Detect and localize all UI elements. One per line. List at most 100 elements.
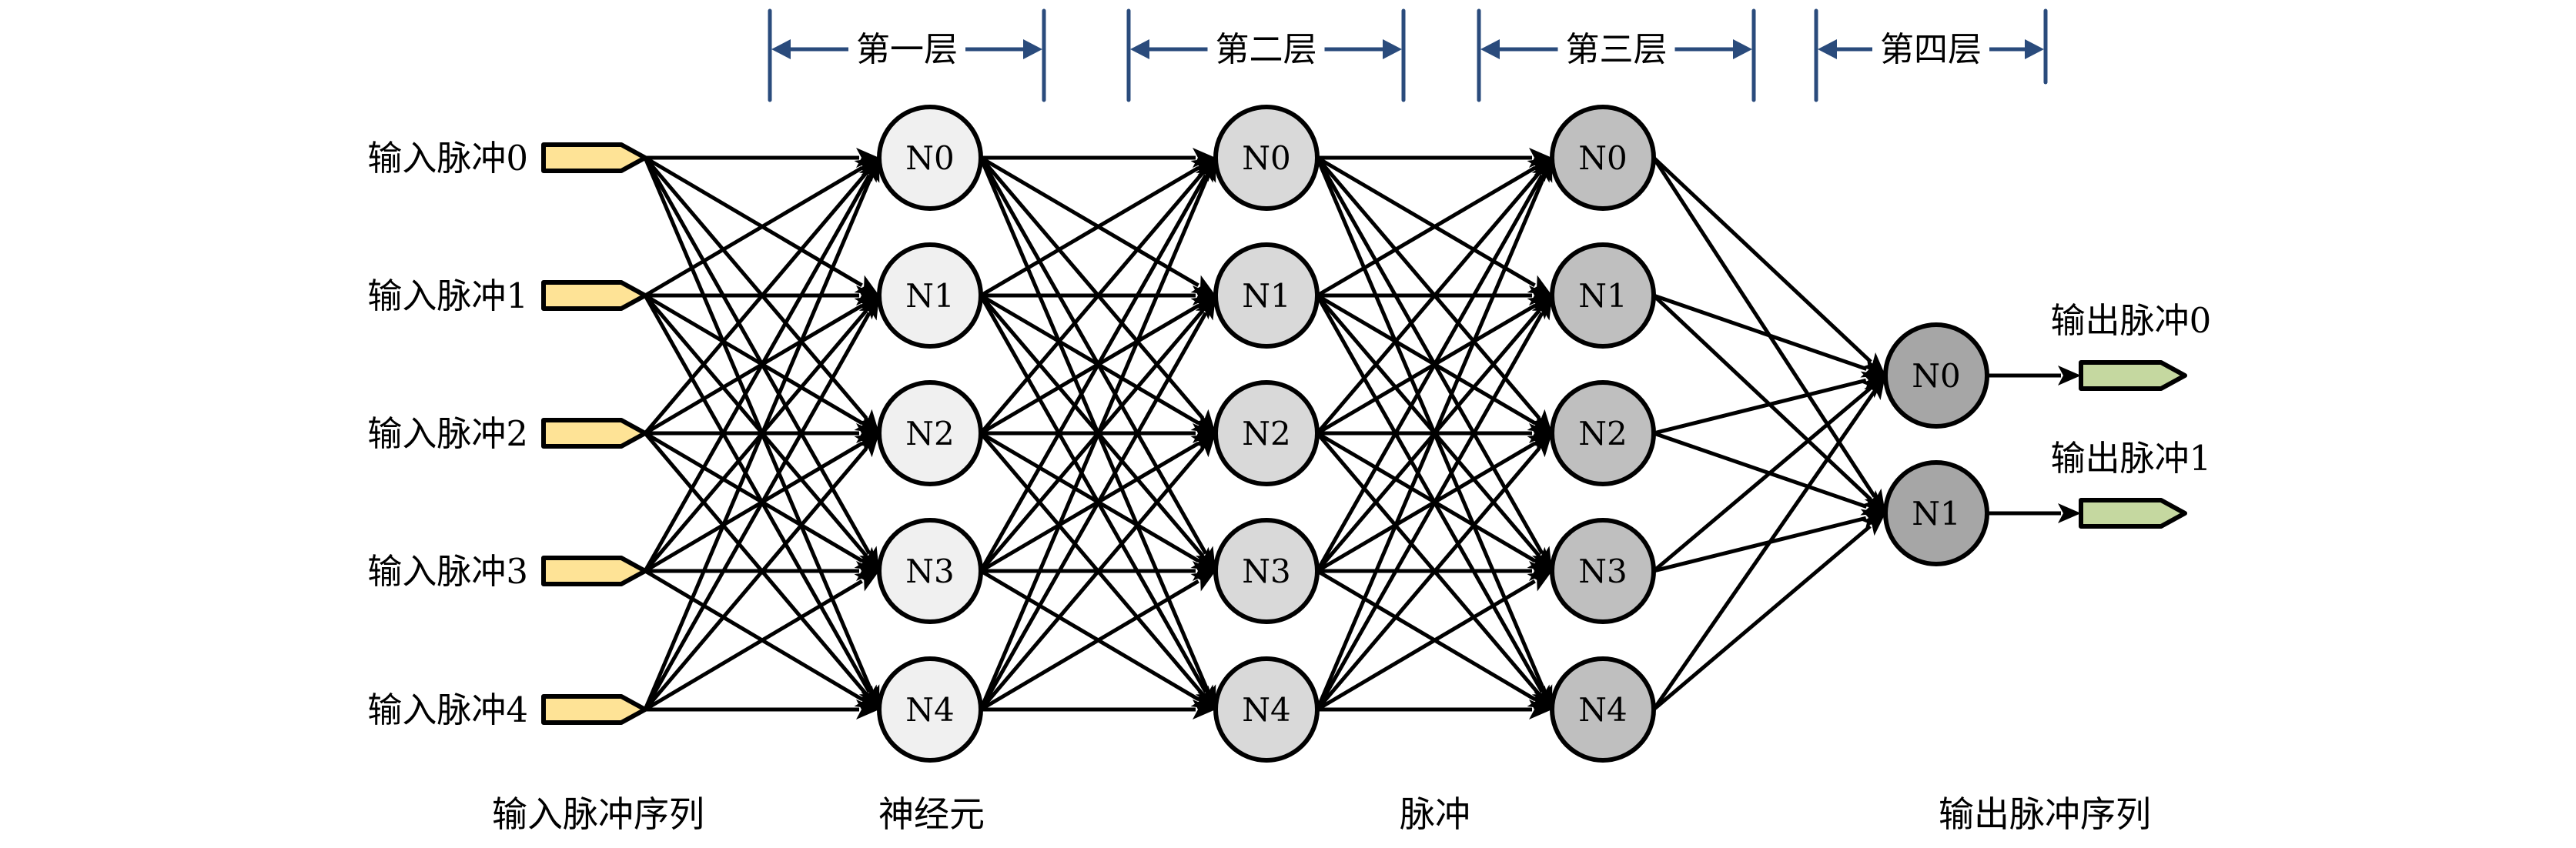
connections [643, 148, 2081, 719]
layer-bracket-1: 第一层 [768, 8, 1046, 102]
arrowhead-icon [1862, 352, 1885, 376]
arrowhead-icon [854, 571, 879, 592]
input-sequence-label: 输入脉冲序列 [492, 793, 704, 835]
edge-l2n1-l3n2 [1316, 293, 1536, 425]
arrow-right-icon [1023, 39, 1042, 59]
neuron-circle [1883, 460, 1989, 566]
edge-input3-l1n4 [644, 569, 863, 701]
edge-l2n4-l3n0 [1315, 175, 1547, 710]
neuron-label: N1 [905, 277, 954, 315]
input-pulse-4: 输入脉冲4 [367, 689, 647, 730]
neuron-label: N0 [1242, 139, 1290, 177]
arrow-right-icon [1733, 39, 1752, 59]
neuron-circle [877, 380, 983, 486]
neuron: N0 [1883, 322, 1989, 429]
input-pulse-label: 输入脉冲2 [367, 413, 528, 454]
output-pulse-icon [2079, 498, 2187, 529]
input-pulse-icon [541, 142, 647, 173]
arrow-right-icon [2025, 39, 2044, 59]
edge-l2n2-l3n1 [1316, 304, 1536, 436]
edge-l3n1-l4n1 [1652, 294, 1872, 502]
edge-l2n4-l3n2 [1316, 447, 1541, 711]
neuron: N4 [1213, 656, 1320, 763]
edge-input0-l1n1 [644, 155, 863, 287]
neuron: N3 [1550, 518, 1656, 624]
edge-input1-l1n2 [644, 293, 863, 425]
arrowhead-icon [1861, 513, 1885, 536]
edge-l3n4-l4n0 [1651, 390, 1876, 711]
neuron-label: N2 [1578, 415, 1627, 452]
edge-l2n3-l3n4 [1316, 569, 1536, 701]
edge-l1n1-l2n2 [979, 293, 1199, 425]
input-pulse-label: 输入脉冲0 [367, 138, 528, 179]
edge-l2n0-l3n2 [1316, 156, 1541, 419]
layer-title: 第二层 [1216, 30, 1317, 69]
arrowhead-icon [1862, 489, 1885, 513]
edge-l2n1-l3n3 [1316, 294, 1541, 557]
neuron-circle [1213, 105, 1320, 211]
edge-l1n1-l2n4 [979, 294, 1208, 693]
edge-input2-l1n3 [644, 431, 863, 563]
neuron-circle [877, 518, 983, 624]
neuron-circle [877, 105, 983, 211]
neuron-circle [1213, 380, 1320, 486]
arrowhead-icon [1529, 699, 1552, 719]
layer-bracket-3: 第三层 [1477, 8, 1756, 102]
neuron-label: N3 [1242, 553, 1290, 590]
neuron-label: 神经元 [878, 793, 985, 835]
neuron-circle [1213, 518, 1320, 624]
arrowhead-icon [858, 295, 879, 321]
arrowhead-icon [1527, 571, 1552, 592]
arrowhead-icon [861, 158, 880, 183]
input-pulse-0: 输入脉冲0 [367, 138, 647, 179]
input-pulse-1: 输入脉冲1 [367, 275, 647, 316]
input-pulse-icon [541, 418, 647, 449]
neuron-label: N0 [905, 139, 954, 177]
layer-title: 第三层 [1566, 30, 1668, 69]
edge-l2n3-l3n2 [1316, 442, 1536, 573]
arrowhead-icon [856, 433, 879, 458]
edge-l2n1-l3n4 [1315, 294, 1544, 693]
edge-l2n0-l3n4 [1315, 157, 1547, 693]
neuron-label: N1 [1242, 277, 1290, 315]
neuron-label: N0 [1912, 357, 1960, 395]
edge-input0-l1n2 [644, 156, 868, 419]
edge-l1n2-l2n0 [979, 172, 1205, 435]
input-pulse-2: 输入脉冲2 [367, 413, 647, 454]
neuron: N1 [1883, 460, 1989, 566]
neuron-circle [1550, 518, 1656, 624]
edge-input2-l1n4 [644, 432, 868, 696]
input-pulse-label: 输入脉冲4 [367, 689, 528, 730]
neuron-circle [1213, 656, 1320, 763]
output-pulses: 输出脉冲0 输出脉冲1 [2051, 300, 2211, 529]
output-pulse-0: 输出脉冲0 [2051, 300, 2211, 391]
edge-l1n2-l2n4 [979, 432, 1205, 696]
arrowhead-icon [1193, 699, 1216, 719]
arrowhead-icon [2058, 366, 2081, 386]
edge-l1n3-l2n1 [979, 309, 1205, 573]
arrowhead-icon [1193, 433, 1216, 458]
arrowhead-icon [1529, 433, 1552, 458]
output-sequence-label: 输出脉冲序列 [1939, 793, 2151, 835]
edge-l1n4-l2n3 [979, 579, 1199, 712]
edge-l2n4-l3n1 [1315, 312, 1544, 711]
edge-l2n2-l3n0 [1316, 172, 1541, 435]
neuron-label: N1 [1578, 277, 1627, 315]
edge-l2n4-l3n3 [1316, 579, 1536, 712]
arrowhead-icon [1197, 158, 1216, 183]
layer-title: 第四层 [1880, 30, 1982, 69]
output-pulse-1: 输出脉冲1 [2051, 438, 2211, 529]
edge-l1n4-l2n1 [979, 312, 1208, 711]
neuron-label: N3 [1578, 553, 1627, 590]
edge-input3-l1n0 [643, 174, 871, 573]
edge-l1n3-l2n0 [979, 174, 1208, 573]
arrow-left-icon [1818, 39, 1837, 59]
edge-input1-l1n4 [643, 294, 871, 693]
arrow-left-icon [1130, 39, 1149, 59]
edge-l3n1-l4n0 [1653, 293, 1868, 371]
arrowhead-icon [1864, 376, 1885, 401]
